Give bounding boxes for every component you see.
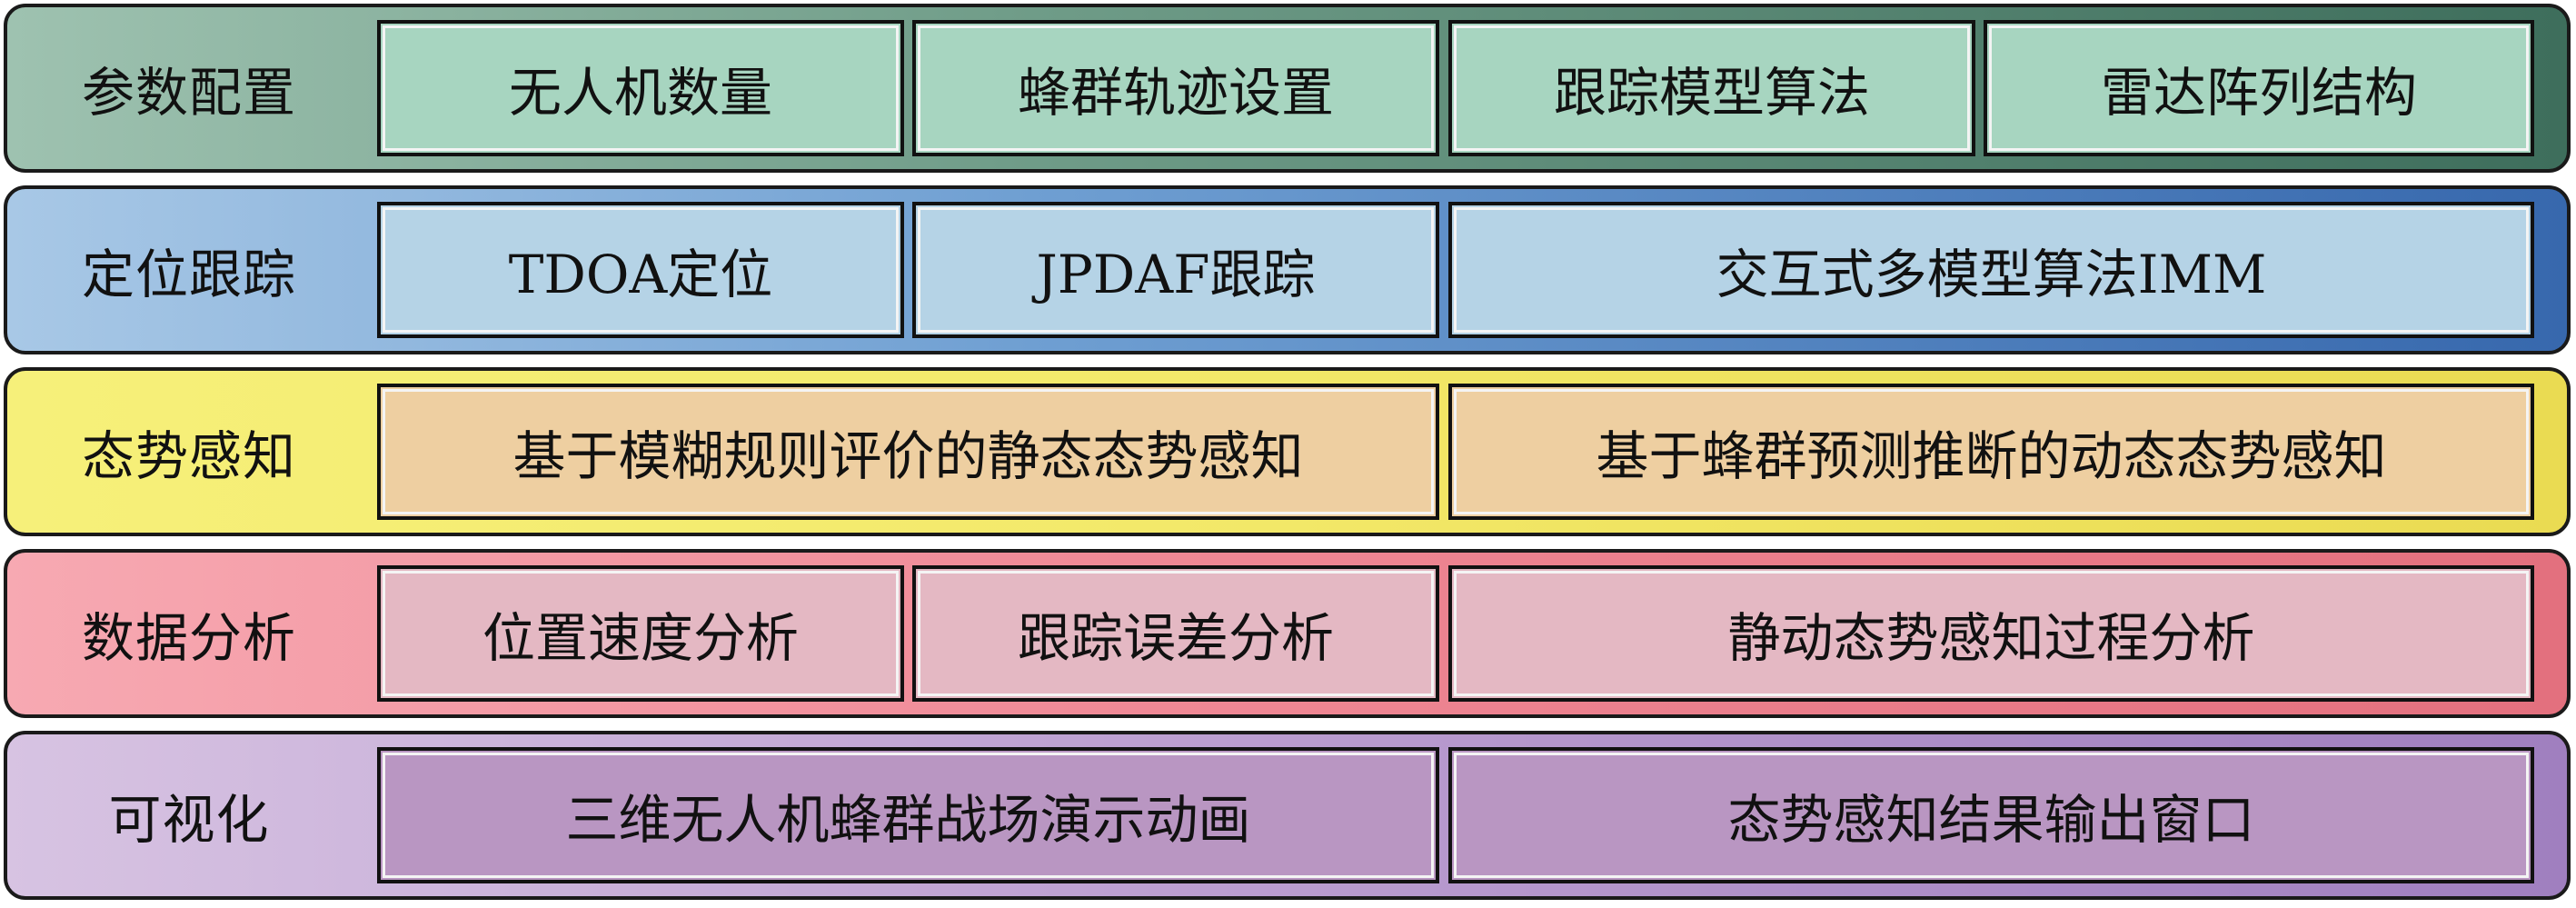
module-box[interactable]: TDOA定位 bbox=[377, 202, 904, 338]
module-box[interactable]: JPDAF跟踪 bbox=[912, 202, 1439, 338]
module-box[interactable]: 雷达阵列结构 bbox=[1984, 20, 2534, 156]
layer-label: 数据分析 bbox=[81, 607, 296, 669]
layer-label: 态势感知 bbox=[81, 425, 296, 487]
layer-label: 定位跟踪 bbox=[81, 244, 296, 305]
module-box[interactable]: 交互式多模型算法IMM bbox=[1448, 202, 2534, 338]
module-box[interactable]: 蜂群轨迹设置 bbox=[912, 20, 1439, 156]
layer-situation-awareness: 态势感知 基于模糊规则评价的静态态势感知 基于蜂群预测推断的动态态势感知 bbox=[4, 367, 2571, 536]
layer-visualization: 可视化 三维无人机蜂群战场演示动画 态势感知结果输出窗口 bbox=[4, 731, 2571, 900]
layer-parameter-config: 参数配置 无人机数量 蜂群轨迹设置 跟踪模型算法 雷达阵列结构 bbox=[4, 4, 2571, 173]
module-box[interactable]: 态势感知结果输出窗口 bbox=[1448, 747, 2534, 883]
module-box[interactable]: 跟踪误差分析 bbox=[912, 565, 1439, 702]
layer-positioning-tracking: 定位跟踪 TDOA定位 JPDAF跟踪 交互式多模型算法IMM bbox=[4, 185, 2571, 354]
module-box[interactable]: 三维无人机蜂群战场演示动画 bbox=[377, 747, 1439, 883]
module-box[interactable]: 无人机数量 bbox=[377, 20, 904, 156]
module-box[interactable]: 静动态势感知过程分析 bbox=[1448, 565, 2534, 702]
layer-data-analysis: 数据分析 位置速度分析 跟踪误差分析 静动态势感知过程分析 bbox=[4, 549, 2571, 718]
module-box[interactable]: 位置速度分析 bbox=[377, 565, 904, 702]
module-box[interactable]: 基于蜂群预测推断的动态态势感知 bbox=[1448, 384, 2534, 520]
layer-label: 参数配置 bbox=[81, 62, 296, 124]
layer-label: 可视化 bbox=[108, 789, 270, 851]
module-box[interactable]: 基于模糊规则评价的静态态势感知 bbox=[377, 384, 1439, 520]
module-box[interactable]: 跟踪模型算法 bbox=[1448, 20, 1975, 156]
